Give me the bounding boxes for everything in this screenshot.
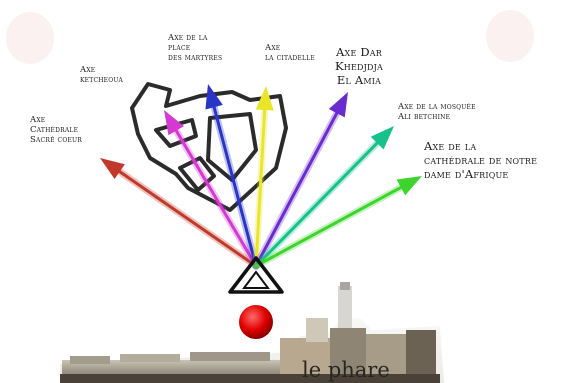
axis-arrow-dar-khedjdja-el-amia xyxy=(252,92,348,270)
label-axe-mosquee-ali-betchine: Axe de la mosquée Ali betchine xyxy=(398,102,476,123)
label-axe-cathedrale-sacre-coeur: Axe Cathédrale Sacré coeur xyxy=(30,115,83,146)
axis-arrowhead xyxy=(255,86,274,111)
axis-arrow-shaft xyxy=(212,105,258,268)
label-axe-cathedrale-notre-dame-afrique: Axe de la cathédrale de notre dame d'Afr… xyxy=(424,139,538,181)
origin-triangle xyxy=(228,256,284,294)
axis-arrow-shaft xyxy=(254,111,339,268)
axis-arrow-shaft xyxy=(174,129,258,268)
axis-arrowhead xyxy=(370,126,394,150)
label-axe-dar-khedjdja-el-amia: Axe Dar Khedjdja El Amia xyxy=(335,45,384,87)
le-phare-caption: le phare xyxy=(302,358,390,382)
axis-arrowhead xyxy=(100,158,125,180)
axis-arrowhead xyxy=(396,176,422,196)
axis-arrow-cathedrale-sacre-coeur xyxy=(100,158,260,270)
axis-arrow-shaft xyxy=(254,185,403,268)
label-axe-la-citadelle: Axe la citadelle xyxy=(265,43,315,64)
axis-arrow-mosquee-ali-betchine xyxy=(252,126,394,270)
axis-arrowhead xyxy=(164,110,184,136)
red-ball-marker xyxy=(239,305,273,339)
axis-arrow-shaft xyxy=(254,108,267,268)
axis-arrow-shaft xyxy=(118,170,258,268)
axis-arrow-notre-dame-afrique xyxy=(252,176,422,270)
axis-arrowhead xyxy=(328,92,348,118)
label-axe-place-des-martyres: Axe de la place des martyres xyxy=(168,33,223,64)
axis-arrows xyxy=(100,84,422,270)
axis-arrowhead xyxy=(205,84,223,110)
citadel-panorama-photo xyxy=(0,282,564,383)
axis-arrow-shaft xyxy=(254,141,379,268)
axis-arrow-la-citadelle xyxy=(252,86,274,270)
origin-triangle-inner xyxy=(242,270,270,289)
axis-arrow-place-des-martyres xyxy=(205,84,260,270)
label-axe-ketcheoua: Axe ketcheoua xyxy=(80,65,123,86)
faded-corner-shapes xyxy=(6,10,534,64)
axis-arrow-ketcheoua xyxy=(164,110,260,270)
